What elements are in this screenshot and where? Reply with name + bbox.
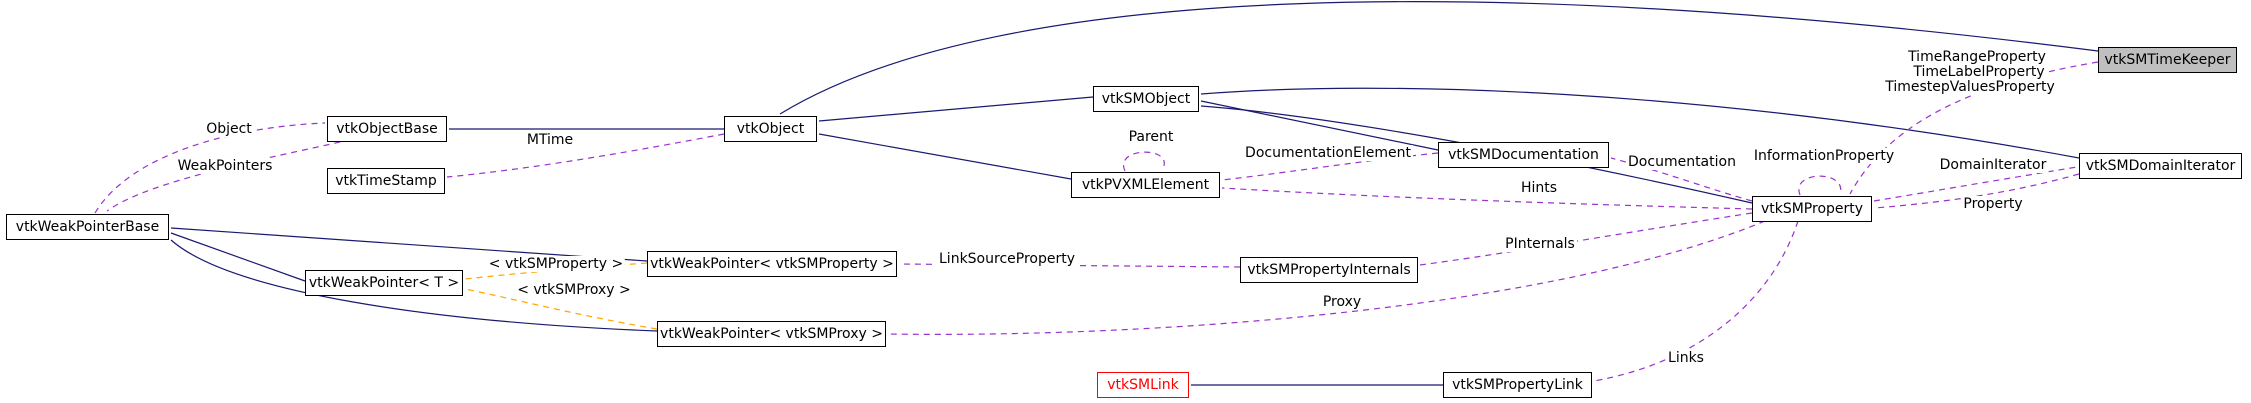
node-vtkSMObject[interactable]: vtkSMObject bbox=[1093, 86, 1199, 112]
edge-inh-vtkSMTimeKeeper-vtkObject bbox=[779, 1, 2099, 115]
edge-label-time-label-property: TimeLabelProperty bbox=[1911, 64, 2047, 80]
edge-use-hints bbox=[1221, 187, 1753, 210]
edge-use-property bbox=[1873, 173, 2080, 209]
edge-label-links: Links bbox=[1666, 350, 1706, 366]
edge-inh-weakpointer-t-base bbox=[170, 232, 306, 282]
edge-label-template-smproperty: < vtkSMProperty > bbox=[486, 256, 626, 272]
edge-inh-weakpointer-smproperty-base bbox=[170, 227, 648, 262]
edge-use-links bbox=[1593, 220, 1799, 382]
node-vtkSMTimeKeeper[interactable]: vtkSMTimeKeeper bbox=[2098, 47, 2237, 73]
node-vtkSMDocumentation[interactable]: vtkSMDocumentation bbox=[1438, 142, 1609, 168]
node-vtkSMPropertyLink[interactable]: vtkSMPropertyLink bbox=[1443, 372, 1592, 398]
edge-label-time-range-property: TimeRangeProperty bbox=[1906, 49, 2048, 65]
edge-label-documentation: Documentation bbox=[1626, 154, 1738, 170]
edge-label-parent: Parent bbox=[1126, 129, 1176, 145]
node-vtkPVXMLElement[interactable]: vtkPVXMLElement bbox=[1071, 172, 1220, 198]
edge-tpl-smproxy-instance bbox=[464, 288, 658, 330]
edge-inh-weakpointer-smproxy-base bbox=[170, 239, 658, 332]
node-vtkWeakPointer-T[interactable]: vtkWeakPointer< T > bbox=[305, 270, 463, 296]
edge-use-weakpointers bbox=[106, 141, 341, 212]
edge-label-property: Property bbox=[1961, 196, 2025, 212]
node-vtkObject[interactable]: vtkObject bbox=[724, 116, 817, 142]
node-vtkSMDomainIterator[interactable]: vtkSMDomainIterator bbox=[2079, 153, 2242, 179]
node-vtkSMProperty[interactable]: vtkSMProperty bbox=[1752, 196, 1872, 222]
edge-label-domain-iterator: DomainIterator bbox=[1937, 157, 2049, 173]
edge-label-information-property: InformationProperty bbox=[1751, 148, 1897, 164]
edge-use-proxy bbox=[887, 220, 1766, 335]
edge-label-pinternals: PInternals bbox=[1503, 236, 1577, 252]
edge-label-template-smproxy: < vtkSMProxy > bbox=[515, 282, 633, 298]
edge-use-information-property-selfloop bbox=[1798, 175, 1842, 196]
node-vtkObjectBase[interactable]: vtkObjectBase bbox=[327, 116, 447, 142]
node-vtkTimeStamp[interactable]: vtkTimeStamp bbox=[327, 168, 445, 194]
node-vtkWeakPointer-vtkSMProxy[interactable]: vtkWeakPointer< vtkSMProxy > bbox=[657, 321, 886, 347]
edge-label-weak-pointers: WeakPointers bbox=[175, 158, 275, 174]
edge-inh-vtkSMDocumentation-vtkSMObject bbox=[1200, 100, 1439, 151]
node-vtkSMLink[interactable]: vtkSMLink bbox=[1097, 372, 1189, 398]
edge-label-proxy: Proxy bbox=[1320, 294, 1364, 310]
node-vtkWeakPointerBase[interactable]: vtkWeakPointerBase bbox=[6, 214, 169, 240]
edge-inh-vtkSMDomainIterator-vtkSMObject bbox=[1200, 87, 2080, 159]
edge-use-documentation bbox=[1610, 157, 1753, 202]
edge-label-hints: Hints bbox=[1518, 180, 1560, 196]
edge-label-object: Object bbox=[204, 121, 254, 137]
edge-use-domain-iterator bbox=[1873, 166, 2078, 202]
edge-label-link-source-property: LinkSourceProperty bbox=[937, 251, 1077, 267]
node-vtkSMPropertyInternals[interactable]: vtkSMPropertyInternals bbox=[1240, 257, 1418, 283]
edge-label-mtime: MTime bbox=[524, 132, 576, 148]
edge-use-pinternals bbox=[1419, 212, 1753, 266]
edge-inh-vtkPVXMLElement-vtkObject bbox=[818, 133, 1072, 180]
edge-inh-vtkSMObject-vtkObject bbox=[818, 96, 1094, 122]
edge-use-object bbox=[94, 122, 326, 214]
edge-use-mtime bbox=[446, 133, 725, 178]
edge-inh-vtkSMProperty-vtkSMObject bbox=[1200, 105, 1753, 204]
edge-use-parent-selfloop bbox=[1122, 151, 1165, 172]
edge-label-documentation-element: DocumentationElement bbox=[1243, 145, 1413, 161]
node-vtkWeakPointer-vtkSMProperty[interactable]: vtkWeakPointer< vtkSMProperty > bbox=[647, 251, 897, 277]
edge-label-timestep-values-property: TimestepValuesProperty bbox=[1883, 79, 2057, 95]
